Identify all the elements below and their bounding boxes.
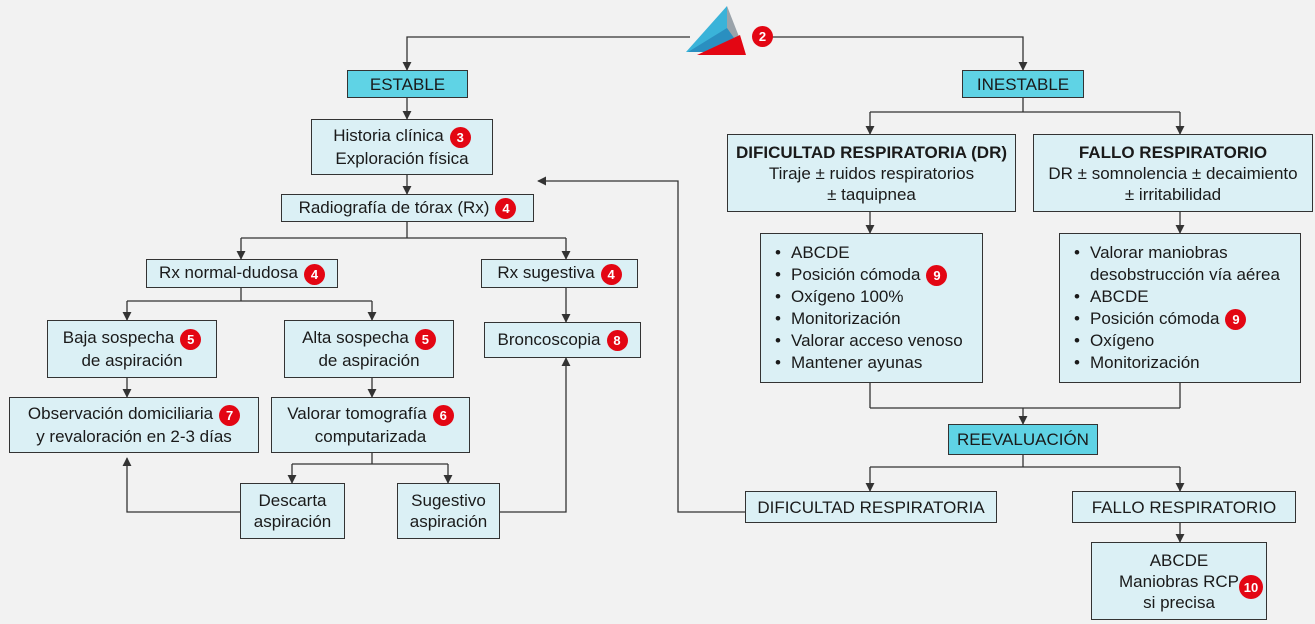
step-badge-8: 8 [606,330,628,351]
step-badge-2: 2 [752,26,773,47]
list-item: ABCDE [771,242,963,264]
reevaluacion-header: REEVALUACIÓN [948,424,1098,455]
valorar-tac-line1: Valorar tomografía [287,404,427,424]
descarta-line1: Descarta [258,491,327,510]
alta-sospecha-line1: Alta sospecha [302,328,409,348]
sugestivo-line1: Sugestivo [411,491,486,510]
list-item: Monitorización [1070,352,1280,374]
observacion-line1: Observación domiciliaria [27,404,214,424]
step-badge-5: 5 [180,328,202,350]
rx-normal-label: Rx normal-dudosa [159,263,298,283]
fallo-bottom-box: FALLO RESPIRATORIO [1072,491,1296,523]
broncoscopia-label: Broncoscopia [497,329,601,349]
dificultad-dr-line2: ± taquipnea [827,184,916,204]
list-item: Oxígeno [1070,330,1280,352]
logo-icon [686,6,746,55]
fallo-bottom-label: FALLO RESPIRATORIO [1091,497,1277,517]
step-badge-5: 5 [414,328,436,350]
list-item: Monitorización [771,308,963,330]
connector [766,36,1028,71]
radiografia-label: Radiografía de tórax (Rx) [298,197,490,217]
list-item: ABCDE [1070,286,1280,308]
list-item-continuation: desobstrucción vía aérea [1090,264,1280,284]
baja-sospecha-line1: Baja sospecha [62,328,175,348]
rcp-line1: ABCDE [1149,550,1209,570]
sugestivo-line2: aspiración [409,512,488,531]
step-badge-9: 9 [1225,309,1247,330]
list-item: Mantener ayunas [771,352,963,374]
estable-header: ESTABLE [347,70,468,98]
fallo-top-title: FALLO RESPIRATORIO [1078,142,1268,162]
estable-label: ESTABLE [369,74,446,94]
connector [537,176,745,513]
fallo-actions-box: Valorar maniobras desobstrucción vía aér… [1059,233,1301,383]
fallo-top-line2: ± irritabilidad [1124,184,1222,204]
reevaluacion-label: REEVALUACIÓN [957,430,1089,449]
dificultad-bottom-label: DIFICULTAD RESPIRATORIA [757,497,985,517]
dificultad-dr-box: DIFICULTAD RESPIRATORIA (DR) Tiraje ± ru… [727,134,1016,212]
step-badge-7: 7 [219,404,241,426]
connector [402,36,690,71]
rcp-line2: Maniobras RCP [1119,571,1239,591]
step-badge-4: 4 [303,263,325,285]
historia-line2: Exploración física [335,148,469,168]
list-item: Valorar maniobras [1070,242,1280,264]
step-badge-4: 4 [495,198,517,219]
list-item: Oxígeno 100% [771,286,963,308]
rcp-box: ABCDE Maniobras RCP si precisa [1091,542,1267,620]
step-badge-3: 3 [449,126,471,148]
historia-line1: Historia clínica [333,126,444,146]
step-badge-9: 9 [926,265,948,286]
radiografia-box: Radiografía de tórax (Rx)4 [281,194,534,222]
alta-sospecha-line2: de aspiración [318,350,420,370]
connector [122,457,240,513]
valorar-tac-line2: computarizada [314,426,427,446]
step-badge-10: 10 [1239,575,1263,599]
list-item: Valorar acceso venoso [771,330,963,352]
descarta-line2: aspiración [253,512,332,531]
rcp-line3: si precisa [1143,592,1215,612]
rx-sugestiva-label: Rx sugestiva [497,263,595,283]
dificultad-dr-line1: Tiraje ± ruidos respiratorios [768,163,975,183]
step-badge-4: 4 [600,263,622,285]
dificultad-bottom-box: DIFICULTAD RESPIRATORIA [745,491,997,523]
observacion-line2: y revaloración en 2-3 días [36,426,232,446]
sugestivo-box: Sugestivo aspiración [397,483,500,539]
fallo-top-line1: DR ± somnolencia ± decaimiento [1048,163,1298,183]
fallo-top-box: FALLO RESPIRATORIO DR ± somnolencia ± de… [1033,134,1313,212]
inestable-label: INESTABLE [976,74,1070,94]
baja-sospecha-line2: de aspiración [81,350,183,370]
inestable-header: INESTABLE [962,70,1084,98]
dificultad-dr-title: DIFICULTAD RESPIRATORIA (DR) [735,142,1008,162]
step-badge-6: 6 [432,404,454,426]
connector [500,357,571,513]
descarta-box: Descarta aspiración [240,483,345,539]
